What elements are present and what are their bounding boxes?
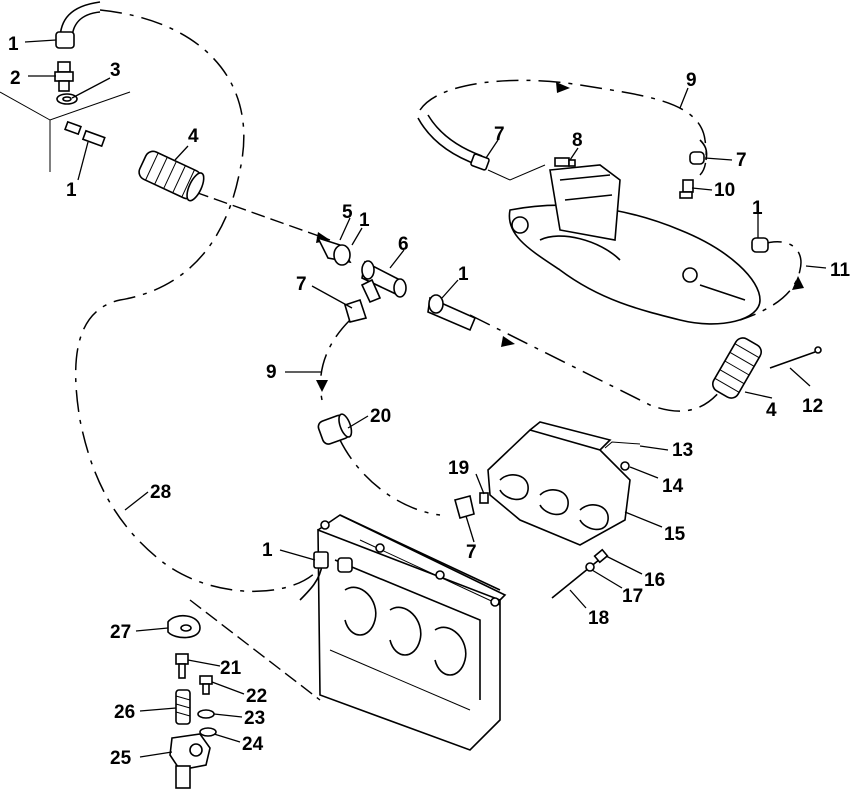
callout-6: 6 (398, 234, 409, 255)
callout-19: 19 (448, 458, 469, 479)
callout-2: 2 (10, 68, 21, 89)
callout-7: 7 (296, 274, 307, 295)
hose-28 (75, 9, 319, 593)
callout-9: 9 (266, 362, 277, 383)
callout-25: 25 (110, 748, 132, 769)
callout-27: 27 (110, 622, 131, 643)
callout-1: 1 (458, 264, 469, 285)
washer-23 (197, 709, 215, 719)
callout-4: 4 (766, 400, 777, 421)
hose-1-block (299, 551, 353, 601)
callout-14: 14 (662, 476, 684, 497)
elbow-7-lower (454, 495, 475, 519)
bellows-4-lower (712, 337, 762, 399)
flow-line-right (469, 314, 726, 412)
callout-4: 4 (188, 126, 199, 147)
callout-3: 3 (110, 60, 121, 81)
exhaust-manifold-15 (487, 421, 631, 546)
cable-tie-12 (769, 346, 822, 369)
fitting-2 (54, 61, 74, 92)
elbow-7-upper-right (689, 139, 708, 165)
callout-1: 1 (8, 34, 19, 55)
flow-line-top (194, 191, 331, 241)
fitting-10 (679, 179, 694, 199)
callout-10: 10 (714, 180, 735, 201)
callout-5: 5 (342, 202, 353, 223)
hose-20-route (339, 439, 441, 516)
hose-9-to-7 (487, 164, 546, 181)
wire-13 (604, 441, 641, 449)
valve-21 (175, 653, 189, 679)
coupler-20 (317, 413, 353, 445)
callout-1: 1 (262, 540, 273, 561)
callout-24: 24 (242, 734, 264, 755)
callout-1: 1 (752, 198, 763, 219)
callout-7: 7 (736, 150, 747, 171)
fitting-19 (479, 492, 489, 504)
callout-28: 28 (150, 482, 171, 503)
hose-lower-left (189, 599, 321, 701)
clamp-27 (167, 615, 201, 639)
fitting-22 (199, 675, 213, 695)
bolt-14 (620, 461, 630, 471)
callout-16: 16 (644, 570, 665, 591)
washer-24 (199, 727, 217, 737)
sleeve-1 (64, 120, 106, 148)
callout-20: 20 (370, 406, 391, 427)
callout-17: 17 (622, 586, 643, 607)
washer-3 (56, 93, 78, 105)
callouts: 1 2 3 1 4 5 1 6 7 1 9 20 28 1 27 21 22 2… (8, 34, 851, 769)
hose-1-upper-right (751, 237, 769, 253)
callout-7: 7 (494, 124, 505, 145)
spring-26 (175, 689, 191, 725)
cylinder-block (317, 514, 507, 751)
hose-11 (739, 241, 802, 321)
callout-22: 22 (246, 686, 267, 707)
bellows-4-upper (138, 150, 205, 202)
callout-26: 26 (114, 702, 135, 723)
callout-11: 11 (830, 260, 851, 281)
callout-1: 1 (359, 210, 370, 231)
hose-7-upper (417, 114, 490, 171)
callout-8: 8 (572, 130, 583, 151)
hose-elbow-1 (55, 1, 101, 49)
callout-9: 9 (686, 70, 697, 91)
callout-18: 18 (588, 608, 609, 629)
leader-lines (24, 39, 827, 758)
valve-body-25 (169, 733, 211, 789)
hose-9-lower (319, 319, 351, 401)
callout-23: 23 (244, 708, 265, 729)
callout-1: 1 (66, 180, 77, 201)
hose-1-mid (427, 294, 477, 332)
callout-15: 15 (664, 524, 686, 545)
callout-12: 12 (802, 396, 823, 417)
upper-manifold (508, 164, 761, 325)
reference-lines (0, 91, 131, 172)
callout-13: 13 (672, 440, 693, 461)
callout-7: 7 (466, 542, 477, 563)
elbow-7-left (344, 298, 368, 323)
fitting-8 (554, 157, 576, 167)
tee-fitting-6 (360, 260, 407, 304)
studs-16-17-18 (551, 548, 609, 599)
callout-21: 21 (220, 658, 242, 679)
hose-5 (316, 236, 352, 266)
